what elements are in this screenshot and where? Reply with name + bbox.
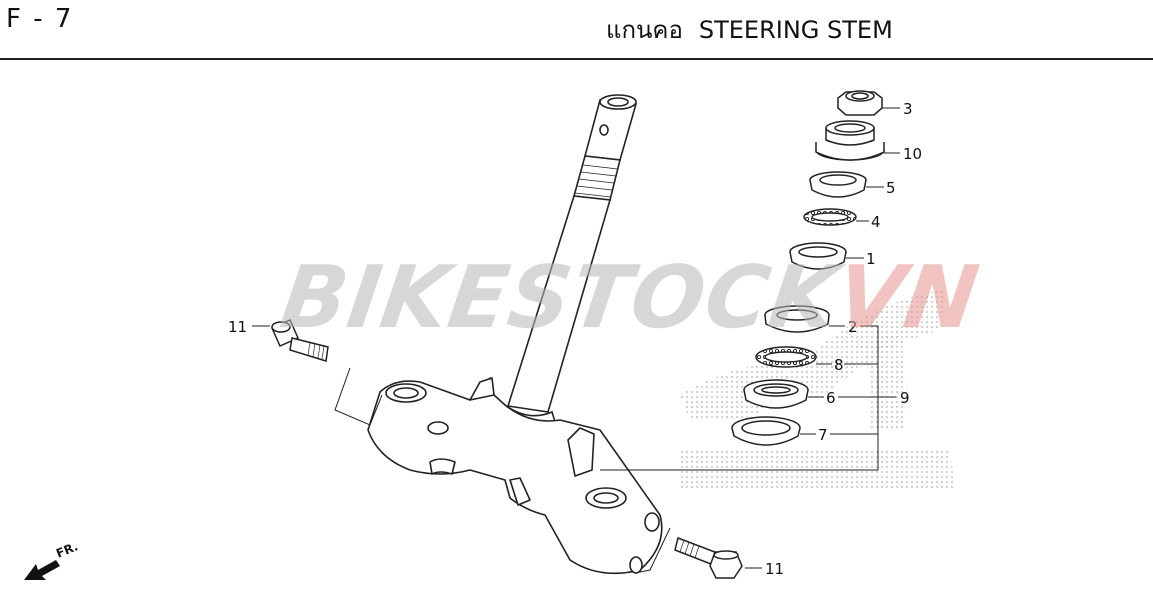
callout-1: 1 xyxy=(866,250,876,268)
watermark-text-main: BIKESTOCK xyxy=(274,248,845,348)
part-1-upper-race xyxy=(789,242,847,270)
part-10-adjusting-nut xyxy=(815,120,885,161)
callout-8: 8 xyxy=(834,356,844,374)
part-4-upper-bearing xyxy=(803,208,857,226)
callout-3: 3 xyxy=(903,100,913,118)
part-2-race xyxy=(764,305,830,333)
bikestock-watermark: BIKESTOCKVN xyxy=(275,248,985,348)
bolt-lower xyxy=(674,536,743,579)
callout-9: 9 xyxy=(900,389,910,407)
watermark-text-accent: VN xyxy=(830,248,985,348)
title-english: STEERING STEM xyxy=(698,16,893,44)
steering-stem-shaft xyxy=(499,94,638,432)
part-3-lock-nut xyxy=(837,90,883,116)
bolt-upper xyxy=(271,319,329,362)
callout-11-upper: 11 xyxy=(228,318,247,336)
callout-2: 2 xyxy=(848,318,858,336)
callout-10: 10 xyxy=(903,145,922,163)
page-header: F - 7 แกนคอ STEERING STEM xyxy=(0,0,1153,60)
lower-bracket xyxy=(367,377,663,575)
front-direction-arrow-icon xyxy=(24,560,60,580)
diagram-code: F - 7 xyxy=(6,4,74,34)
leader-lines xyxy=(252,107,900,573)
callout-5: 5 xyxy=(886,179,896,197)
part-5-upper-cone xyxy=(809,171,867,198)
dotted-logo-watermark xyxy=(680,290,955,488)
callout-6: 6 xyxy=(826,389,836,407)
callout-4: 4 xyxy=(871,213,881,231)
callout-labels: 3 10 5 4 1 2 8 6 9 7 11 11 xyxy=(228,100,922,578)
callout-11-lower: 11 xyxy=(765,560,784,578)
part-8-lower-bearing xyxy=(755,346,817,368)
part-7-dust-seal xyxy=(731,416,801,446)
title-thai: แกนคอ xyxy=(606,16,683,44)
diagram-title: แกนคอ STEERING STEM xyxy=(606,10,893,49)
callout-7: 7 xyxy=(818,426,828,444)
part-6-lower-cone xyxy=(743,379,809,409)
